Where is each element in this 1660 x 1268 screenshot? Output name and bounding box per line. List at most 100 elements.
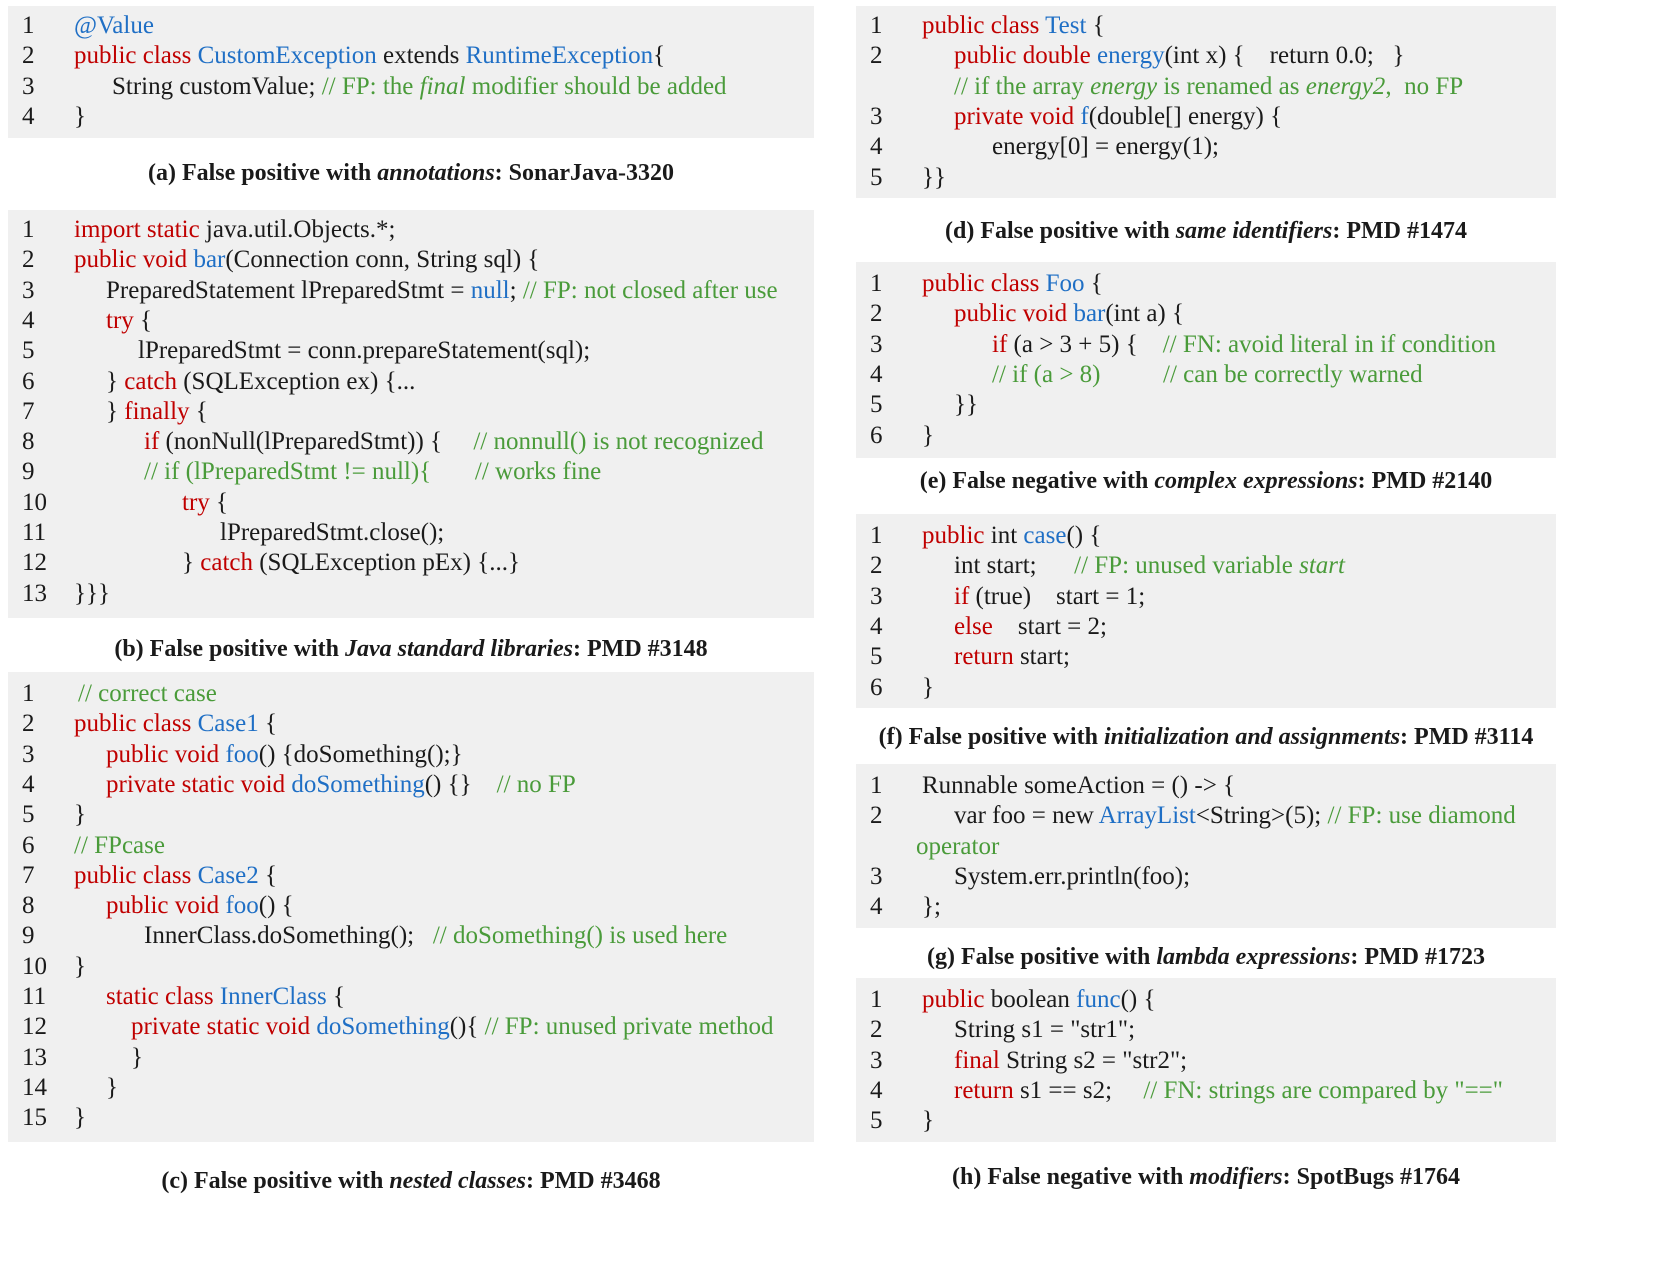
line-number: 4 xyxy=(870,893,883,921)
caption-suffix: : PMD #3468 xyxy=(525,1168,661,1194)
caption-g: (g) False positive with lambda expressio… xyxy=(856,942,1556,972)
keyword-token: static class xyxy=(106,983,220,1010)
line-number: 4 xyxy=(870,612,883,640)
code-text: import static java.util.Objects.*; xyxy=(74,214,395,246)
comment-token: // FN: strings are compared by "==" xyxy=(1143,1076,1503,1104)
code-line: 2 int start; // FP: unused variable start xyxy=(856,550,1556,582)
line-number: 2 xyxy=(870,552,883,580)
code-token: { xyxy=(133,306,153,334)
code-token: } xyxy=(106,397,125,425)
code-text: private static void doSomething(){ // FP… xyxy=(131,1011,774,1043)
code-token: { xyxy=(326,983,346,1010)
comment-token: // doSomething() is used here xyxy=(432,922,728,950)
code-text: }}} xyxy=(74,578,110,610)
code-token: lPreparedStmt = conn.prepareStatement(sq… xyxy=(138,337,591,365)
code-token: () { xyxy=(1120,986,1156,1013)
code-text: try { xyxy=(182,487,228,519)
code-token: }} xyxy=(922,163,946,191)
caption-prefix: (a) False positive with xyxy=(147,160,378,186)
identifier-token: bar xyxy=(1073,300,1106,328)
line-number: 3 xyxy=(870,102,883,130)
code-line: 5}} xyxy=(856,162,1556,194)
caption-d: (d) False positive with same identifiers… xyxy=(856,216,1556,246)
code-token: } xyxy=(74,1104,86,1132)
code-token: PreparedStatement lPreparedStmt = xyxy=(106,276,471,304)
keyword-token: public class xyxy=(74,42,198,70)
comment-token: // if (a > 8) // can be correctly warned xyxy=(992,360,1423,388)
line-number: 3 xyxy=(22,72,35,100)
code-token: }}} xyxy=(74,579,110,607)
caption-f: (f) False positive with initialization a… xyxy=(846,722,1566,752)
line-number: 2 xyxy=(22,42,35,70)
code-text: } xyxy=(74,1102,86,1134)
line-number: 13 xyxy=(22,1043,47,1071)
code-line: 4}; xyxy=(856,891,1556,923)
code-text: } xyxy=(74,101,86,133)
line-number: 6 xyxy=(22,831,35,859)
code-token: <String>(5); xyxy=(1195,802,1328,830)
code-text: } xyxy=(922,672,934,704)
comment-token: // if (lPreparedStmt != null){ // works … xyxy=(144,458,602,486)
code-line: 1// correct case xyxy=(8,678,814,710)
line-number: 1 xyxy=(22,12,35,39)
line-number: 3 xyxy=(870,862,883,890)
identifier-token: doSomething xyxy=(316,1013,450,1041)
code-line: 4// if (a > 8) // can be correctly warne… xyxy=(856,359,1556,391)
code-token: (SQLException pEx) {...} xyxy=(252,549,520,577)
keyword-token: if xyxy=(144,428,160,456)
line-number: 3 xyxy=(22,276,35,304)
code-text: public double energy(int x) { return 0.0… xyxy=(954,40,1405,72)
code-text: int start; // FP: unused variable start xyxy=(954,550,1345,582)
code-token: System.err.println(foo); xyxy=(954,862,1191,890)
code-text: private static void doSomething() {} // … xyxy=(106,769,576,801)
keyword-token: public class xyxy=(74,861,198,889)
code-text: lPreparedStmt.close(); xyxy=(220,517,444,549)
code-token: (int x) { return 0.0; } xyxy=(1164,42,1405,70)
keyword-token: return xyxy=(954,643,1014,671)
code-line: 1 import static java.util.Objects.*; xyxy=(8,214,814,246)
keyword-token: import static xyxy=(74,216,206,243)
keyword-token: try xyxy=(106,306,134,334)
comment-token: energy2 xyxy=(1305,72,1386,100)
code-token: } xyxy=(922,1107,934,1135)
identifier-token: foo xyxy=(225,740,259,768)
caption-topic: nested classes xyxy=(389,1168,526,1194)
caption-suffix: : PMD #1474 xyxy=(1332,218,1467,244)
identifier-token: InnerClass xyxy=(219,983,327,1010)
code-token: } xyxy=(74,801,86,829)
comment-token: energy xyxy=(1090,72,1158,100)
keyword-token: public void xyxy=(106,740,226,768)
code-text: public void foo() { xyxy=(106,890,294,922)
line-number: 14 xyxy=(22,1073,47,1101)
comment-token: // FP: unused private method xyxy=(484,1013,774,1041)
line-number: 1 xyxy=(870,772,883,799)
code-token: java.util.Objects.*; xyxy=(205,216,396,243)
code-text: } xyxy=(106,1072,118,1104)
code-token: } xyxy=(922,421,934,449)
keyword-token: private void xyxy=(954,102,1081,130)
code-text: } finally { xyxy=(106,396,208,428)
code-text: operator xyxy=(916,831,999,863)
code-text: if (a > 3 + 5) { // FN: avoid literal in… xyxy=(992,329,1496,361)
line-number: 1 xyxy=(22,216,35,243)
identifier-token: @Value xyxy=(74,12,154,39)
code-text: return start; xyxy=(954,641,1070,673)
line-number: 5 xyxy=(22,337,35,365)
line-number: 2 xyxy=(870,42,883,70)
code-token: }} xyxy=(954,391,978,419)
caption-suffix: : PMD #3114 xyxy=(1400,724,1534,750)
code-token: } xyxy=(182,549,201,577)
comment-token: start xyxy=(1299,552,1345,580)
comment-token: // nonnull() is not recognized xyxy=(473,428,764,456)
